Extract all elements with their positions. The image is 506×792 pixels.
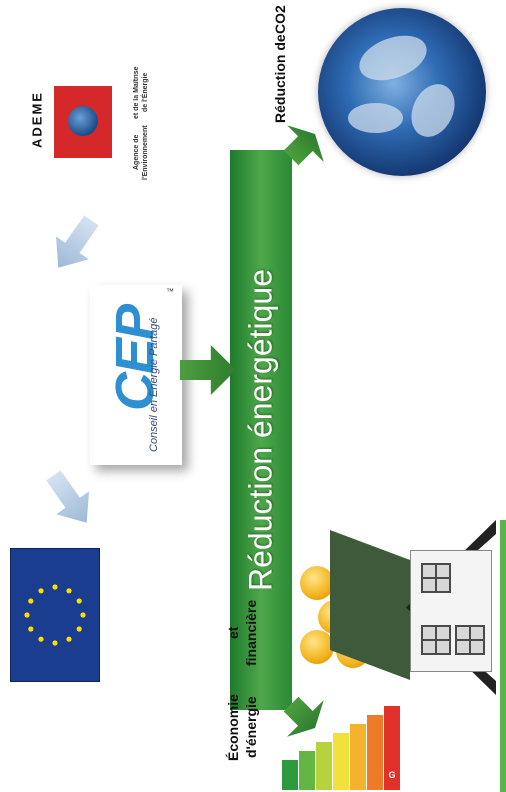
eu-star-icon <box>28 598 34 604</box>
cep-caption: Conseil en Energie Partagé <box>148 317 160 453</box>
cep-logo-panel: CEP Conseil en Energie Partagé ™ <box>90 285 182 465</box>
economie-line1: Économie d'énergie <box>225 694 259 761</box>
energy-scale-bar <box>282 760 298 790</box>
energy-scale-bar <box>350 724 366 790</box>
green-energy-band <box>230 150 292 710</box>
ademe-title: ADEME <box>29 91 45 149</box>
eu-star-icon <box>52 640 58 646</box>
energy-scale-bar <box>367 715 383 790</box>
eu-star-icon <box>66 636 72 642</box>
eu-star-icon <box>66 588 72 594</box>
economie-label: Économie d'énergie et financière <box>212 596 272 786</box>
house-icon <box>310 520 500 700</box>
eu-star-icon <box>52 584 58 590</box>
energy-scale-bar <box>384 706 400 790</box>
reduction-co2-line2: CO2 <box>272 5 288 35</box>
ademe-caption-line1: Agence de l'Environnement <box>133 125 149 180</box>
eu-star-icon <box>80 612 86 618</box>
energy-scale-bar <box>333 733 349 790</box>
reduction-co2-label: Réduction de CO2 <box>250 4 310 124</box>
economie-line2: et financière <box>225 599 259 666</box>
energy-scale-bar <box>316 742 332 790</box>
eu-flag-icon <box>10 548 100 682</box>
ademe-globe-icon <box>68 106 98 136</box>
earth-globe-icon <box>318 8 486 176</box>
blue-arrow-eu-to-cep <box>37 464 103 534</box>
energy-scale-bar <box>299 751 315 790</box>
green-arrow-cep-to-band <box>180 345 236 395</box>
reduction-co2-line1: Réduction de <box>272 34 288 123</box>
ademe-logo <box>54 86 112 158</box>
eu-star-icon <box>28 626 34 632</box>
cep-trademark: ™ <box>166 287 174 296</box>
decorative-green-stripe <box>500 520 506 792</box>
energy-scale-letter: G <box>388 770 396 780</box>
blue-arrow-ademe-to-cep <box>42 209 108 279</box>
ademe-caption-line2: et de la Maîtrise de l'Énergie <box>133 66 149 119</box>
eu-star-icon <box>76 626 82 632</box>
energy-label-icon: G <box>282 690 412 790</box>
eu-star-icon <box>76 598 82 604</box>
eu-star-icon <box>38 636 44 642</box>
eu-star-icon <box>24 612 30 618</box>
ademe-caption: Agence de l'Environnement et de la Maîtr… <box>118 62 164 182</box>
eu-star-icon <box>38 588 44 594</box>
